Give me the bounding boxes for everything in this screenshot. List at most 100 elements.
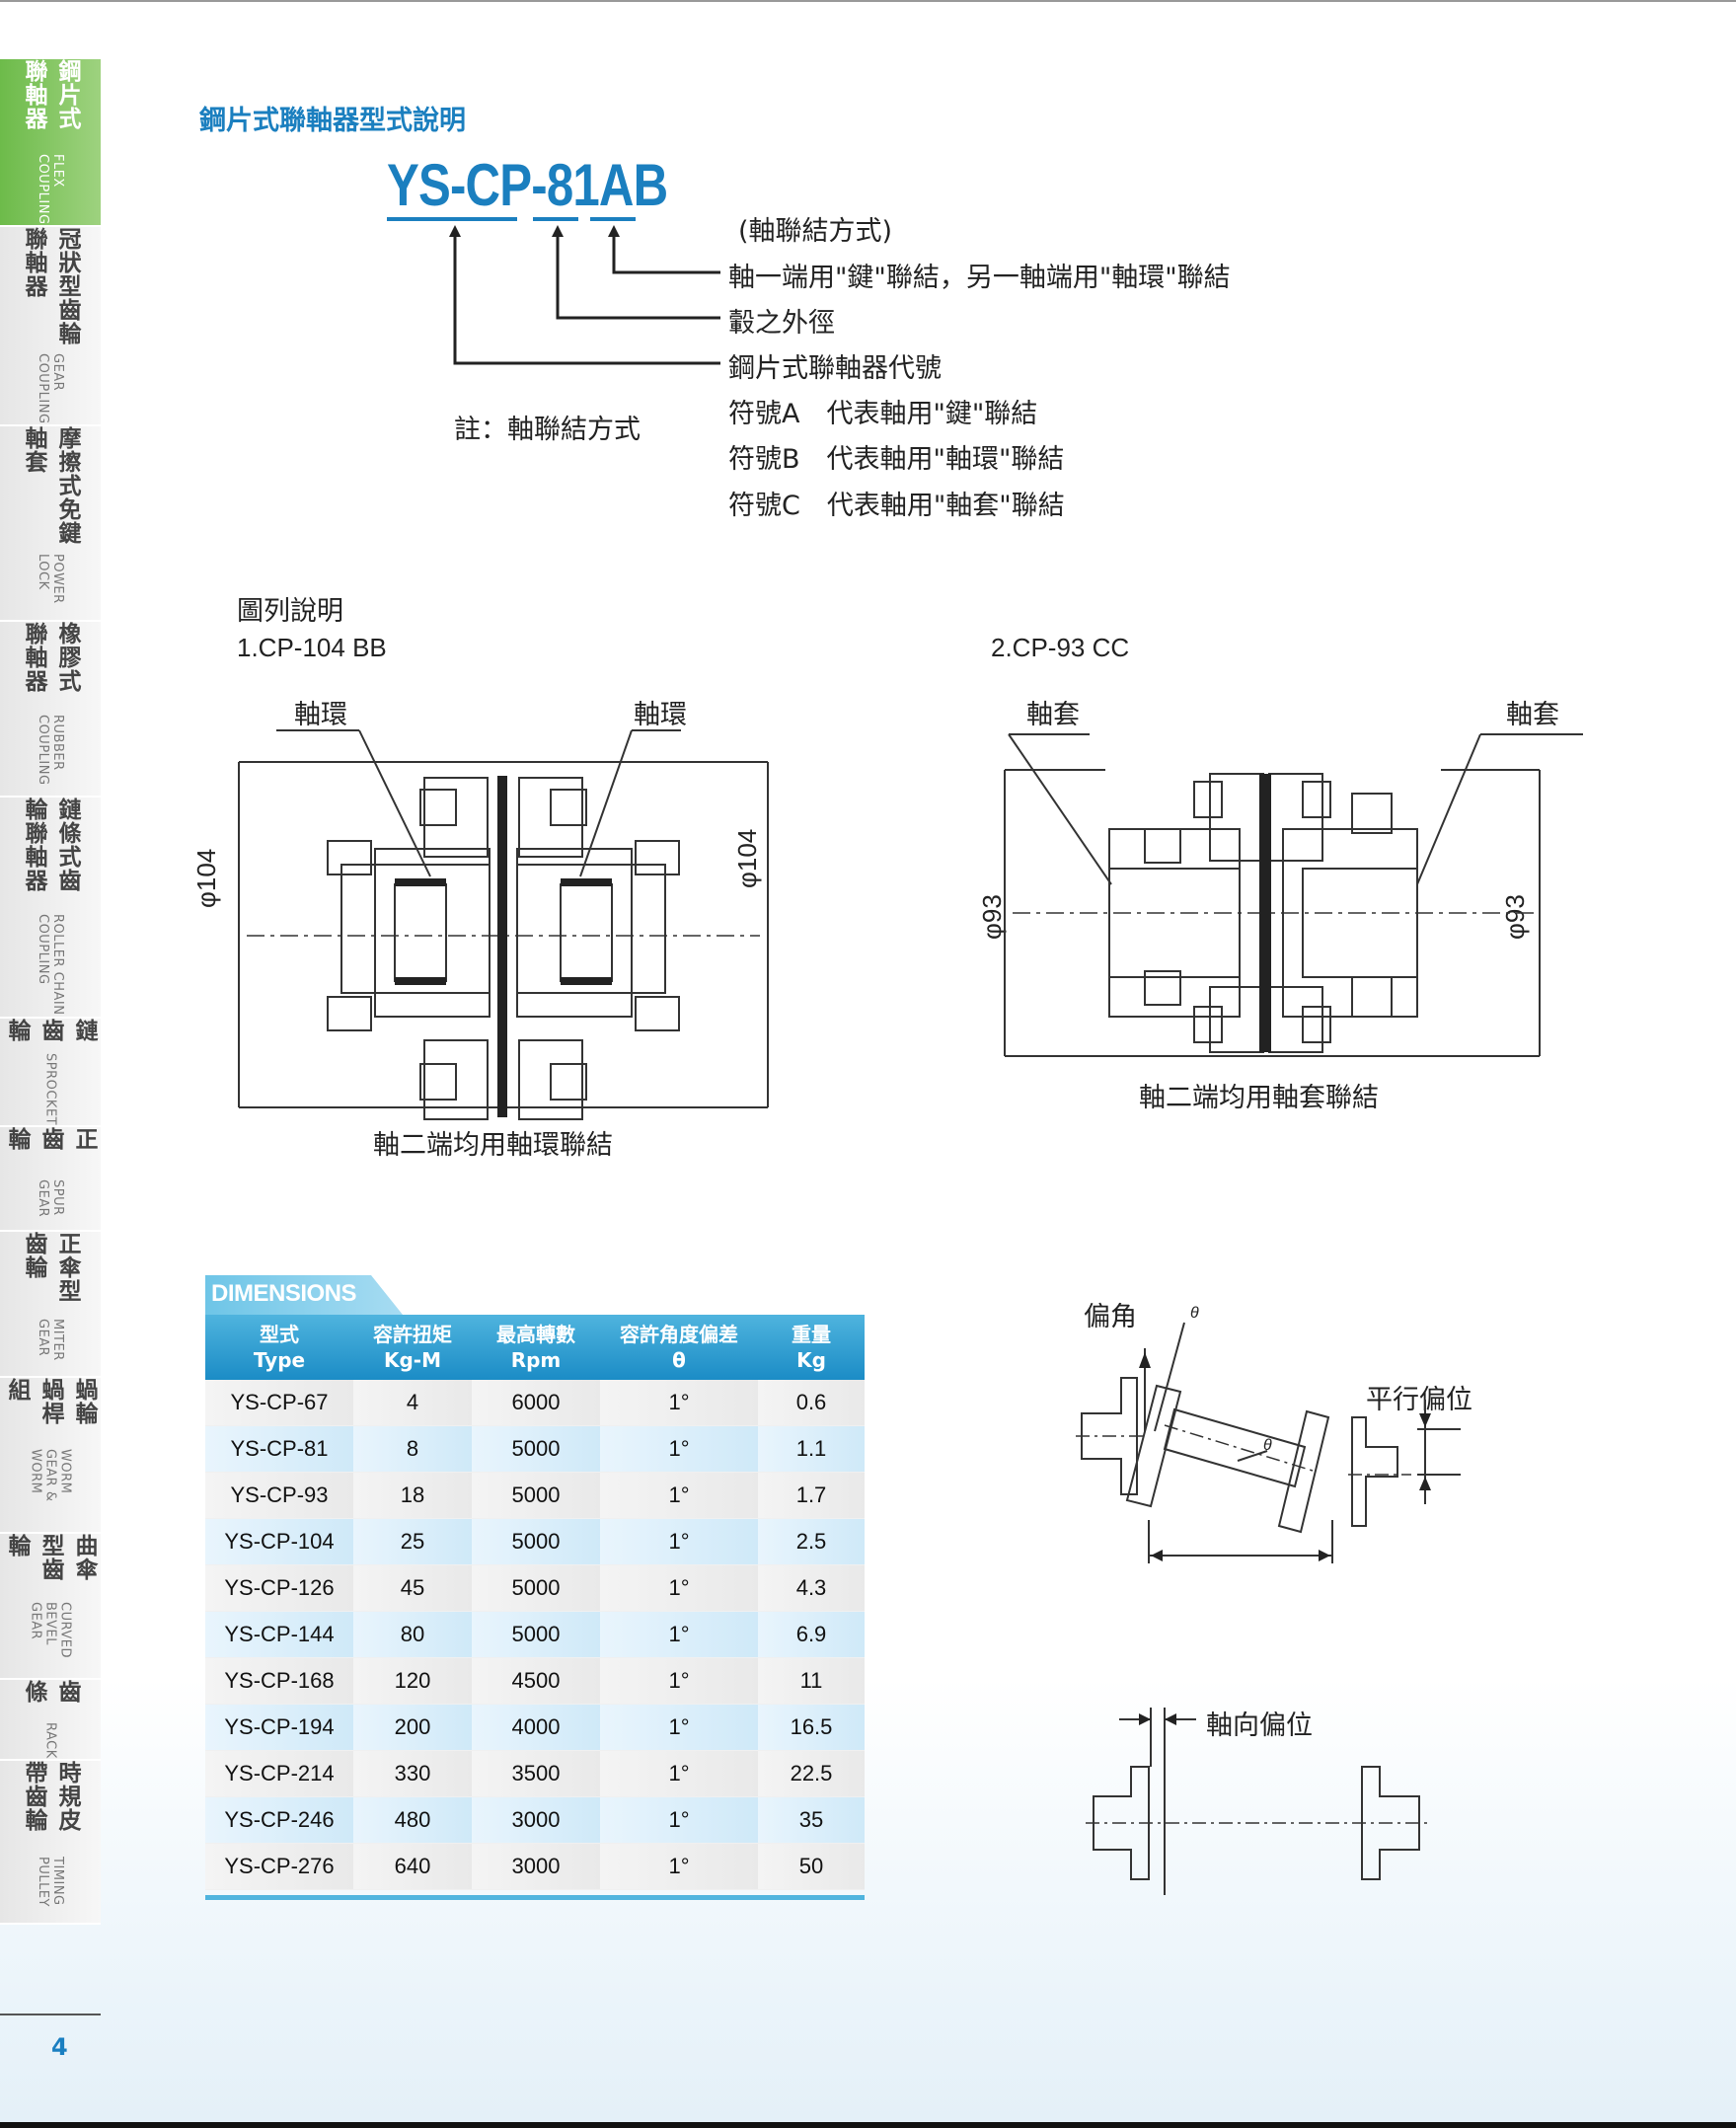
cell-type: YS-CP-81 [205,1425,353,1473]
cell-type: YS-CP-126 [205,1564,353,1612]
cell-weight: 50 [758,1843,865,1890]
cell-rpm: 5000 [472,1611,600,1658]
sidebar-item-label-en: RUBBER COUPLING [36,715,65,786]
fig1-caption: 軸二端均用軸環聯結 [373,1130,613,1161]
leader-line-size [556,233,720,320]
cell-angle: 1° [600,1380,758,1426]
sidebar-item-label-zh: 正傘型齒輪 [21,1232,80,1303]
cell-type: YS-CP-104 [205,1518,353,1565]
cell-rpm: 3000 [472,1843,600,1890]
sidebar-item-inner: 蝸輪蝸桿組 WORM GEAR & WORM [0,1378,101,1532]
cell-rpm: 5000 [472,1472,600,1519]
cell-rpm: 3000 [472,1796,600,1844]
sidebar-item-label-en: WORM GEAR & WORM [28,1448,73,1502]
cell-torque: 45 [353,1564,472,1612]
cell-angle: 1° [600,1472,758,1519]
cell-rpm: 4500 [472,1657,600,1705]
cell-rpm: 4000 [472,1704,600,1751]
sidebar-item-label-en: MITER GEAR [36,1318,65,1361]
code-underline-method [590,217,636,221]
fig1-label-right: 軸環 [634,700,687,730]
cell-type: YS-CP-214 [205,1750,353,1797]
sidebar-item-label-zh: 鏈齒輪 [4,1019,97,1042]
top-rule [0,0,1736,2]
fig2-label-left: 軸套 [1026,700,1080,730]
model-code: YS-CP-81AB [387,152,668,218]
sidebar-item-5[interactable]: 鏈齒輪 SPROCKET [0,1019,101,1127]
sidebar-item-label-zh: 正齒輪 [4,1127,97,1151]
sidebar-item-8[interactable]: 蝸輪蝸桿組 WORM GEAR & WORM [0,1378,101,1534]
cell-angle: 1° [600,1425,758,1473]
table-bottom-rule [205,1895,865,1900]
cell-torque: 330 [353,1750,472,1797]
cell-weight: 1.1 [758,1425,865,1473]
cell-type: YS-CP-194 [205,1704,353,1751]
bottom-rule [0,2122,1736,2128]
sidebar-item-label-en: SPROCKET [42,1052,58,1125]
sidebar-item-10[interactable]: 齒條 RACK [0,1680,101,1761]
cell-rpm: 6000 [472,1380,600,1426]
leader-line-series [453,233,720,365]
legend-line-2: 轂之外徑 [728,308,835,339]
cell-type: YS-CP-276 [205,1843,353,1890]
cell-rpm: 3500 [472,1750,600,1797]
sidebar-item-label-zh: 蝸輪蝸桿組 [4,1378,97,1425]
sidebar-item-inner: 正傘型齒輪 MITER GEAR [17,1232,84,1376]
sidebar-item-label-zh: 冠狀型齒輪聯軸器 [21,227,80,345]
cell-angle: 1° [600,1657,758,1705]
cell-weight: 2.5 [758,1518,865,1565]
cell-torque: 120 [353,1657,472,1705]
misalign-theta-mid: θ [1263,1437,1272,1454]
page-number-rule [0,2014,101,2015]
cell-angle: 1° [600,1704,758,1751]
sidebar-item-7[interactable]: 正傘型齒輪 MITER GEAR [0,1232,101,1378]
cell-weight: 35 [758,1796,865,1844]
cell-type: YS-CP-144 [205,1611,353,1658]
fig2-title: 2.CP-93 CC [991,633,1130,662]
section-title: 鋼片式聯軸器型式說明 [199,106,466,136]
cell-torque: 18 [353,1472,472,1519]
sidebar-item-inner: 鏈條式齒輪聯軸器 ROLLER CHAIN COUPLING [17,798,84,1017]
cell-angle: 1° [600,1611,758,1658]
legend-line-1: 軸一端用"鍵"聯結，另一軸端用"軸環"聯結 [728,263,1231,293]
sidebar-item-label-en: POWER LOCK [36,553,65,604]
cell-type: YS-CP-246 [205,1796,353,1844]
cell-angle: 1° [600,1796,758,1844]
cell-angle: 1° [600,1564,758,1612]
cell-angle: 1° [600,1750,758,1797]
cell-torque: 25 [353,1518,472,1565]
cell-rpm: 5000 [472,1518,600,1565]
sidebar-item-label-zh: 鏈條式齒輪聯軸器 [21,798,80,892]
cell-weight: 0.6 [758,1380,865,1426]
cell-angle: 1° [600,1843,758,1890]
sidebar-item-label-en: RACK [42,1722,58,1759]
dimensions-tab: DIMENSIONS [205,1275,403,1315]
sidebar-item-4[interactable]: 鏈條式齒輪聯軸器 ROLLER CHAIN COUPLING [0,798,101,1019]
dimensions-tab-label: DIMENSIONS [211,1280,357,1307]
code-underline-size [533,217,578,221]
cell-torque: 8 [353,1425,472,1473]
sidebar-item-label-en: ROLLER CHAIN COUPLING [36,913,65,1016]
cell-weight: 1.7 [758,1472,865,1519]
sidebar-item-label-zh: 齒條 [21,1680,80,1704]
cell-torque: 4 [353,1380,472,1426]
